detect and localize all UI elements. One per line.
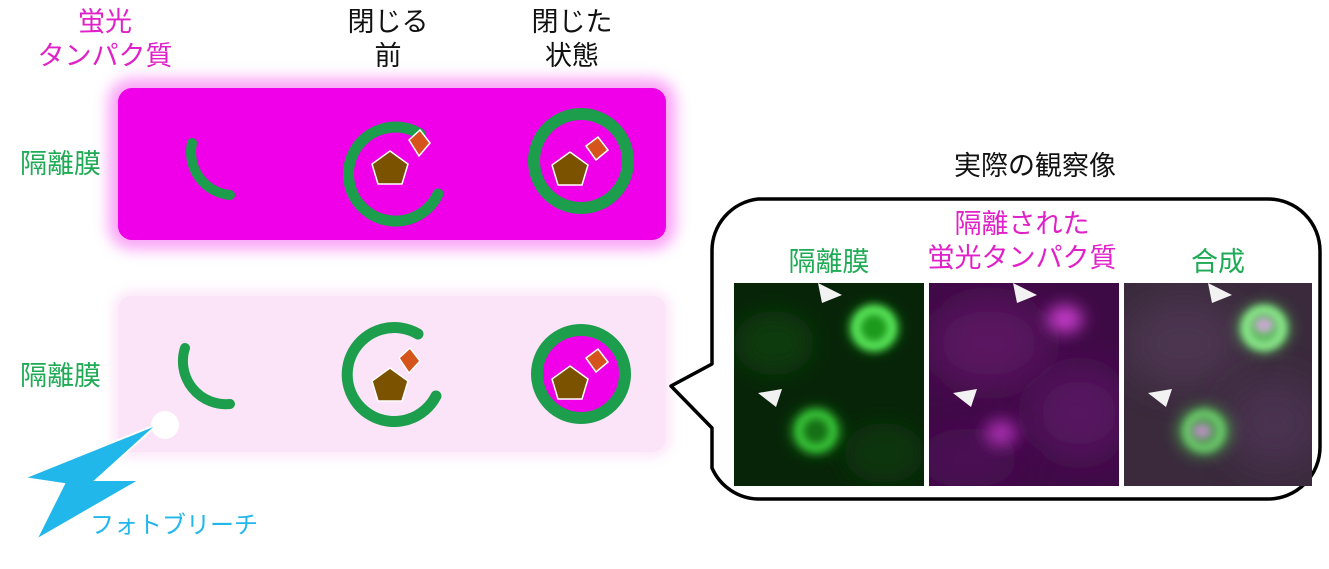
micrograph-protein — [929, 283, 1119, 486]
observation-protein-label-line2: 蛍光タンパク質 — [927, 243, 1117, 274]
closed-state-header: 閉じた 状態 — [522, 6, 622, 74]
photobleach-label: フォトブリーチ — [90, 511, 258, 539]
arrowhead-marker — [1013, 283, 1037, 303]
isolation-membrane-opening — [342, 121, 444, 227]
arrowhead-marker — [758, 389, 782, 407]
cargo-diamond — [584, 135, 610, 162]
micrograph-membrane — [734, 283, 924, 486]
observation-merge-label: 合成 — [1191, 247, 1245, 278]
fluorescent-protein-header-line2: タンパク質 — [37, 41, 173, 72]
arrowhead-marker — [818, 283, 842, 303]
photobleach-bolt-icon — [20, 411, 179, 543]
observation-protein-label-line1: 隔離された — [954, 209, 1090, 240]
top-row-diagram — [186, 108, 634, 227]
bottom-row-diagram — [178, 322, 631, 428]
arrowhead-marker — [1148, 389, 1172, 407]
cargo-pentagon — [551, 151, 589, 186]
cargo-pentagon — [371, 150, 409, 185]
fluorescent-protein-header-line1: 蛍光 — [78, 7, 132, 38]
isolation-membrane-label-bottom: 隔離膜 — [20, 361, 101, 392]
cargo-pentagon — [551, 365, 589, 400]
isolation-membrane-crescent — [178, 343, 235, 410]
before-closing-header: 閉じる 前 — [338, 6, 438, 74]
cargo-diamond — [408, 128, 431, 158]
closed-autophagosome — [528, 108, 634, 214]
micrograph-merge — [1124, 283, 1312, 486]
cargo-diamond — [398, 346, 421, 375]
closed-state-header-line2: 状態 — [545, 41, 599, 72]
before-closing-header-line1: 閉じる — [347, 7, 429, 38]
isolation-membrane-crescent — [186, 138, 235, 200]
cargo-diamond — [584, 347, 610, 374]
closed-autophagosome — [531, 324, 631, 424]
observation-title: 実際の観察像 — [954, 151, 1116, 182]
isolation-membrane-opening — [341, 322, 442, 428]
arrowhead-marker — [1208, 283, 1232, 303]
closed-state-header-line1: 閉じた — [531, 7, 613, 38]
arrowhead-marker — [953, 389, 977, 407]
observation-membrane-label: 隔離膜 — [788, 247, 870, 278]
cargo-pentagon — [371, 367, 409, 402]
isolation-membrane-label-top: 隔離膜 — [20, 149, 101, 180]
observation-protein-label: 隔離された 蛍光タンパク質 — [912, 208, 1132, 276]
before-closing-header-line2: 前 — [374, 41, 402, 72]
fluorescent-protein-header: 蛍光 タンパク質 — [35, 6, 175, 74]
